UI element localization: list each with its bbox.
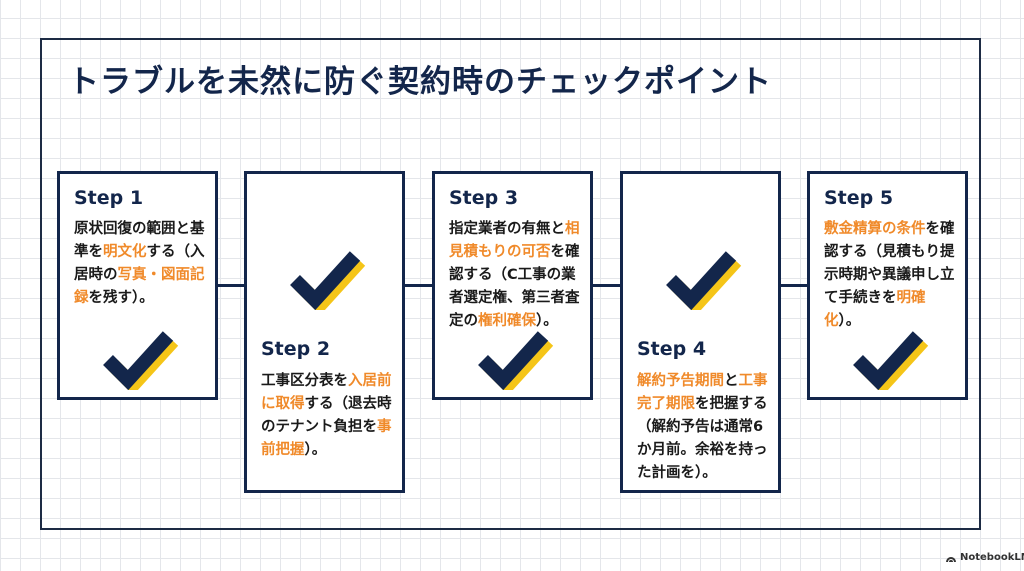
step-label: Step 5: [824, 187, 894, 209]
connector-1-2: [216, 284, 246, 287]
highlighted-text: 敷金精算の条件: [824, 221, 926, 237]
notebooklm-logo-icon: [946, 557, 956, 562]
description-text: する（退去時のテナント負担を: [261, 396, 392, 435]
description-text: を確認する（見積もり提示時期や異議申し立て手続きを: [824, 221, 955, 306]
highlighted-text: 入居前に取得: [261, 373, 392, 412]
highlighted-text: 明確化: [824, 290, 926, 329]
step-card-1: Step 1 原状回復の範囲と基準を明文化する（入居時の写真・図面記録を残す）。: [57, 171, 218, 400]
highlighted-text: 解約予告期間: [637, 373, 724, 389]
step-label: Step 1: [74, 187, 144, 209]
highlighted-text: 明文化: [103, 244, 147, 260]
highlighted-text: 相見積もりの可否: [449, 221, 580, 260]
checkmark-icon: [853, 331, 929, 390]
description-text: を把握する（解約予告は通常6か月前。余裕を持った計画を）。: [637, 396, 768, 481]
page-title: トラブルを未然に防ぐ契約時のチェックポイント: [68, 64, 772, 100]
step-card-3: Step 3 指定業者の有無と相見積もりの可否を確認する（C工事の業者選定権、第…: [432, 171, 593, 400]
description-text: と: [724, 373, 739, 389]
description-text: する（入居時の: [74, 244, 205, 283]
description-text: 工事区分表を: [261, 373, 348, 389]
step-description: 原状回復の範囲と基準を明文化する（入居時の写真・図面記録を残す）。: [74, 218, 207, 310]
step-card-4: Step 4 解約予告期間と工事完了期限を把握する（解約予告は通常6か月前。余裕…: [620, 171, 781, 493]
watermark-text: NotebookLM: [960, 552, 1024, 563]
highlighted-text: 工事完了期限: [637, 373, 768, 412]
step-card-5: Step 5 敷金精算の条件を確認する（見積もり提示時期や異議申し立て手続きを明…: [807, 171, 968, 400]
description-text: ）。: [536, 313, 558, 329]
checkmark-icon: [103, 331, 179, 390]
connector-4-5: [779, 284, 809, 287]
highlighted-text: 写真・図面記録: [74, 267, 205, 306]
step-description: 敷金精算の条件を確認する（見積もり提示時期や異議申し立て手続きを明確化）。: [824, 218, 957, 333]
step-description: 解約予告期間と工事完了期限を把握する（解約予告は通常6か月前。余裕を持った計画を…: [637, 370, 770, 485]
description-text: 原状回復の範囲と基準を: [74, 221, 205, 260]
connector-3-4: [591, 284, 621, 287]
step-label: Step 2: [261, 338, 331, 360]
description-text: ）。: [838, 313, 861, 329]
checkmark-icon: [666, 251, 742, 310]
step-card-2: Step 2 工事区分表を入居前に取得する（退去時のテナント負担を事前把握）。: [244, 171, 405, 493]
step-description: 指定業者の有無と相見積もりの可否を確認する（C工事の業者選定権、第三者査定の権利…: [449, 218, 582, 333]
step-description: 工事区分表を入居前に取得する（退去時のテナント負担を事前把握）。: [261, 370, 394, 462]
step-label: Step 4: [637, 338, 707, 360]
checkmark-icon: [290, 251, 366, 310]
step-label: Step 3: [449, 187, 519, 209]
notebooklm-watermark: NotebookLM: [945, 552, 1024, 563]
connector-2-3: [403, 284, 433, 287]
description-text: を確認する（C工事の業者選定権、第三者査定の: [449, 244, 580, 329]
checkmark-icon: [478, 331, 554, 390]
highlighted-text: 権利確保: [478, 313, 536, 329]
description-text: ）。: [304, 442, 327, 458]
slide-frame: [40, 38, 981, 530]
description-text: 指定業者の有無と: [449, 221, 565, 237]
description-text: を残す）。: [88, 290, 154, 306]
highlighted-text: 事前把握: [261, 419, 392, 458]
